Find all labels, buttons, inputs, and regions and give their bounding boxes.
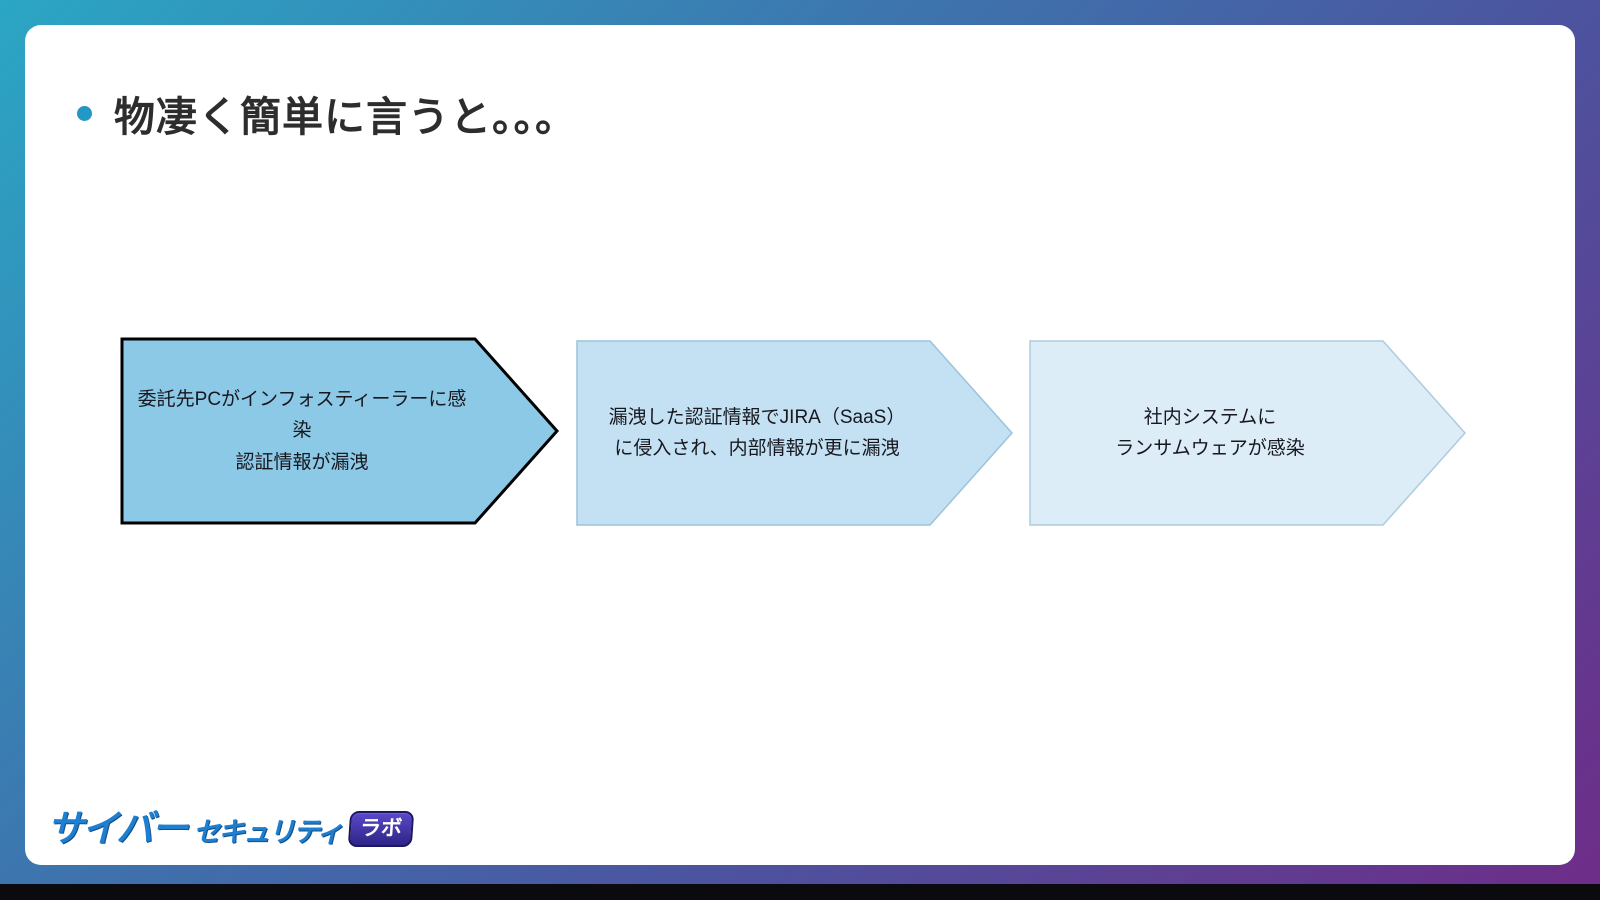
flow-step-3-line2: ランサムウェアが感染	[1115, 438, 1305, 459]
logo-lab-badge: ラボ	[347, 811, 414, 847]
slide-canvas: 物凄く簡単に言うと。。。 委託先PCがインフォスティーラーに感染 認証情報が漏洩…	[25, 25, 1575, 865]
chevron-arrow-shape	[576, 340, 1014, 526]
flow-step-2-label: 漏洩した認証情報でJIRA（SaaS） に侵入され、内部情報が更に漏洩	[587, 339, 927, 527]
chevron-polygon	[120, 337, 560, 525]
flow-step-1-line1: 委託先PCがインフォスティーラーに感染	[137, 388, 467, 442]
flow-step-2-line1: 漏洩した認証情報でJIRA（SaaS）	[608, 406, 906, 428]
flow-step-1-line2: 認証情報が漏洩	[235, 451, 369, 473]
flow-step-1: 委託先PCがインフォスティーラーに感染 認証情報が漏洩	[120, 337, 560, 525]
bottom-black-strip	[0, 884, 1600, 900]
title-bullet-icon	[77, 105, 92, 121]
logo-text-main: サイバー	[47, 808, 188, 849]
chevron-arrow-shape	[1029, 340, 1467, 526]
flow-step-1-label: 委託先PCがインフォスティーラーに感染 認証情報が漏洩	[132, 337, 472, 525]
flow-step-3-line1: 社内システムに	[1143, 406, 1277, 428]
page-title: 物凄く簡単に言うと。。。	[114, 94, 577, 140]
flow-step-2-line2: に侵入され、内部情報が更に漏洩	[614, 438, 900, 459]
flow-step-3-label: 社内システムに ランサムウェアが感染	[1040, 339, 1380, 527]
slide-title-row: 物凄く簡単に言うと。。。	[77, 83, 577, 143]
chevron-polygon	[1029, 340, 1467, 526]
logo-text-sub: セキュリティ	[193, 817, 343, 847]
chevron-arrow-shape	[120, 337, 560, 525]
chevron-polygon	[576, 340, 1014, 526]
cybersecurity-lab-logo: サイバー セキュリティ ラボ	[47, 808, 414, 849]
flow-step-2: 漏洩した認証情報でJIRA（SaaS） に侵入され、内部情報が更に漏洩	[575, 339, 1015, 527]
flow-step-3: 社内システムに ランサムウェアが感染	[1028, 339, 1468, 527]
